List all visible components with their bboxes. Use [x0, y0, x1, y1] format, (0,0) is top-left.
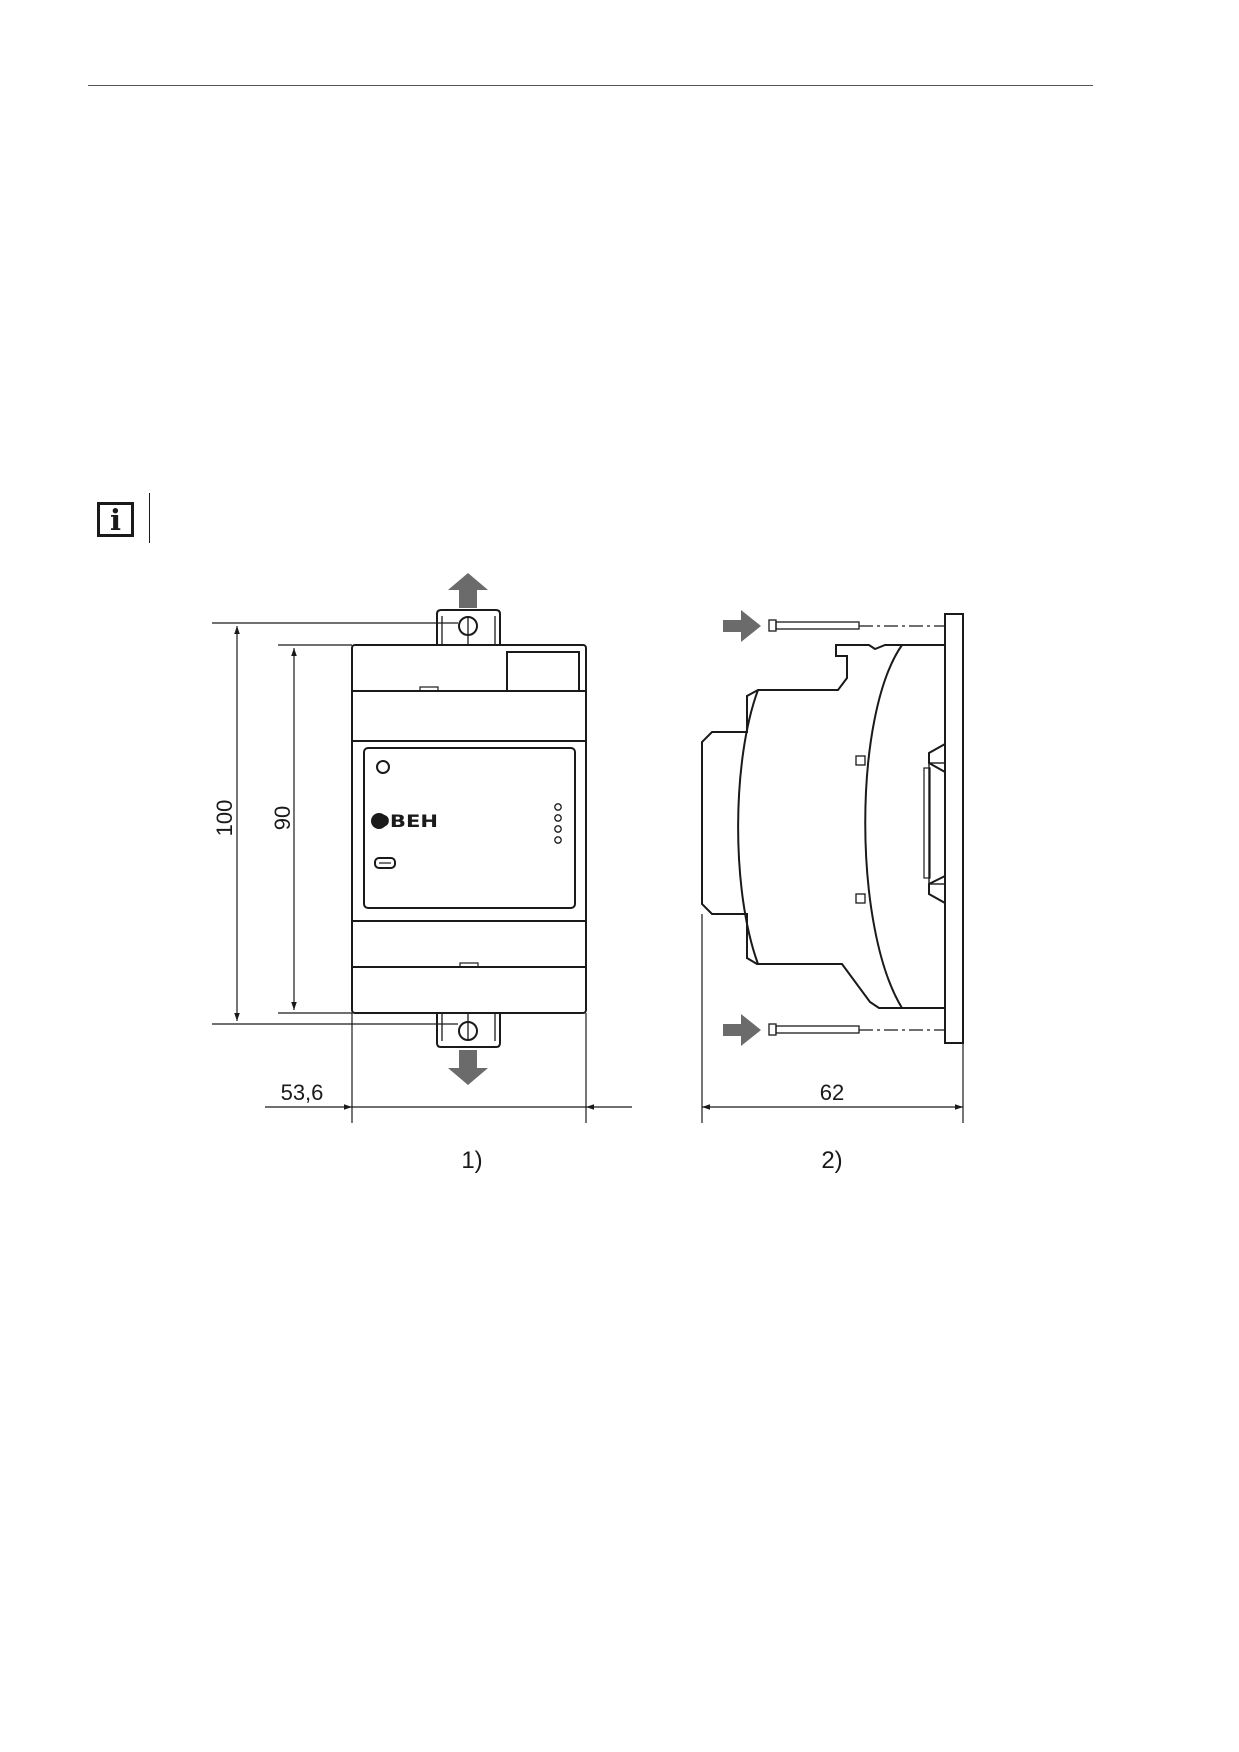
- pull-up-arrow-icon: [448, 573, 488, 608]
- usb-port-icon: [374, 857, 396, 869]
- pull-down-arrow-icon: [448, 1050, 488, 1085]
- front-dimensions: [212, 622, 632, 1123]
- din-rail-plate: [944, 613, 964, 1044]
- side-view: [701, 613, 964, 1044]
- dim-inner-height: 90: [270, 806, 295, 830]
- push-right-arrow-icon: [723, 1014, 761, 1046]
- side-dimensions: [701, 914, 964, 1123]
- status-led: [554, 814, 562, 822]
- dim-width: 53,6: [281, 1080, 324, 1105]
- dim-outer-height: 100: [212, 800, 237, 837]
- device-body: [351, 644, 587, 1014]
- logo-text: ОВЕН: [372, 812, 438, 832]
- front-view-label: 1): [461, 1147, 482, 1174]
- front-panel: [363, 747, 576, 909]
- header-rule: [88, 85, 1093, 86]
- bottom-latch: [436, 1013, 501, 1048]
- status-led: [554, 803, 562, 811]
- push-right-arrow-icon: [723, 610, 761, 642]
- top-latch: [436, 609, 501, 645]
- status-led: [554, 836, 562, 844]
- status-led: [554, 825, 562, 833]
- dim-depth: 62: [820, 1080, 844, 1105]
- front-view: [351, 609, 587, 1048]
- info-icon: i: [97, 502, 134, 537]
- indicator-led: [376, 760, 390, 774]
- side-screws: [768, 619, 945, 1036]
- brand-logo: ОВЕН: [371, 812, 438, 832]
- side-view-label: 2): [821, 1147, 842, 1174]
- info-note-bar: [149, 493, 150, 543]
